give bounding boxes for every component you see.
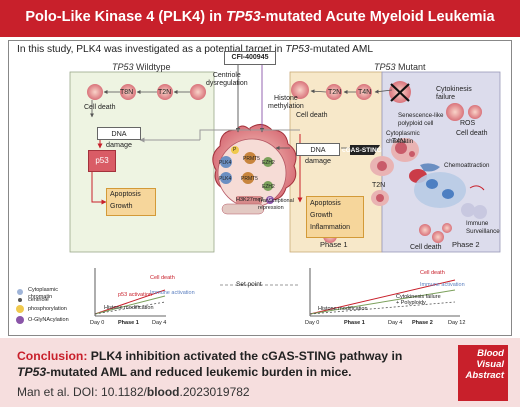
tl-right-day4: Day 4 [388, 320, 403, 326]
mt-inflammation: Inflammation [310, 224, 351, 231]
timeline-left-chart [94, 268, 166, 317]
mutant-cells-top [291, 81, 482, 243]
t2n-label-right: T2N [372, 182, 386, 189]
phase1-label: Phase 1 [320, 240, 348, 249]
wildtype-header: TP53 Wildtype [112, 62, 171, 72]
cell-death-right: Cell death [456, 130, 488, 137]
conclusion-band [0, 338, 520, 407]
tl-right-set-point: Set point [236, 281, 262, 288]
glcnac-marker: G [268, 197, 272, 203]
cgas-sting-label: cGAS-STING [342, 147, 382, 154]
central-cell [212, 124, 297, 215]
blood-visual-abstract-badge: Blood Visual Abstract [458, 345, 508, 401]
plk4-label-1: PLK4 [219, 160, 232, 166]
mt-dna-damage: DNA damage [296, 143, 340, 165]
tl-right-phase2: Phase 2 [412, 320, 433, 326]
tl-left-day0: Day 0 [90, 320, 105, 326]
chemoattraction-label: Chemoattraction [444, 162, 490, 169]
cell-death-bottom: Cell death [410, 244, 442, 251]
ezh2-label-2: EZH2 [262, 184, 275, 190]
mt-growth: Growth [310, 212, 333, 219]
legend-cytoplasmic-chromatin: Cytoplasmic chromatin [28, 287, 58, 300]
tl-left-cell-death: Cell death [150, 275, 175, 281]
wt-dna-damage: DNA damage [97, 127, 141, 149]
centriole-dysregulation-label: Centriole dysregulation [206, 72, 248, 87]
h3k27me3-label: H3K27me3 [236, 197, 264, 203]
tl-left-histone: Histone modification [104, 305, 154, 311]
phase2-panel [381, 71, 501, 253]
t4n-label-right: T4N [392, 138, 406, 145]
wt-apoptosis: Apoptosis [110, 191, 141, 198]
histone-methylation-label: Histone methylation [268, 95, 304, 110]
wt-cell-label-t2n: T2N [158, 89, 172, 96]
tl-left-day4: Day 4 [152, 320, 167, 326]
phospho-marker: P [233, 147, 237, 153]
cytoplasmic-chromatin-label: Cytoplasmic chromatin [386, 130, 420, 145]
title-bar: Polo-Like Kinase 4 (PLK4) in TP53-mutate… [0, 0, 520, 37]
immune-surveillance-label: Immune Surveillance [466, 220, 500, 235]
ros-label: ROS [460, 120, 476, 127]
page-title: Polo-Like Kinase 4 (PLK4) in TP53-mutate… [25, 9, 495, 25]
tl-left-phase1: Phase 1 [118, 320, 139, 326]
wt-growth: Growth [110, 203, 133, 210]
mt-apoptosis: Apoptosis [310, 200, 341, 207]
wt-cell-death: Cell death [84, 104, 116, 111]
ezh2-label-1: EZH2 [262, 160, 275, 166]
legend-centriole: centriole [28, 297, 49, 303]
tl-right-cytokinesis: Cytokinesis failure + Polyploidy [396, 294, 441, 306]
tl-right-histone: Histone modification [318, 306, 368, 312]
wildtype-cells [87, 84, 206, 100]
mt-cell-label-t4n: T4N [358, 89, 372, 96]
senescence-label: Senescence-like polyploid cell [398, 112, 444, 127]
mutant-header: TP53 Mutant [374, 62, 426, 72]
wt-p53: p53 [88, 150, 116, 172]
drug-label: CFI-400945 [224, 51, 276, 65]
wt-outcome-box [106, 188, 156, 216]
tl-left-p53: p53 activation [118, 292, 152, 298]
mt-cell-label-t2n: T2N [328, 89, 342, 96]
legend-phosphorylation: phosphorylation [28, 306, 67, 312]
transcriptional-repression-label: Transcriptional repression [258, 198, 294, 211]
cytokinesis-failure-label: Cytokinesis failure [436, 86, 472, 101]
phase2-label: Phase 2 [452, 240, 480, 249]
citation: Man et al. DOI: 10.1182/blood.2023019782 [17, 385, 250, 399]
timeline-right-chart [220, 268, 460, 317]
diagram-frame [8, 40, 512, 336]
tl-right-day0: Day 0 [305, 320, 320, 326]
plk4-label-2: PLK4 [219, 176, 232, 182]
mt-cell-death: Cell death [296, 112, 328, 119]
intro-text: In this study, PLK4 was investigated as … [17, 44, 374, 55]
prmt5-label-2: PRMT5 [241, 176, 258, 182]
legend-glcnac: O-GlyNAcylation [28, 317, 69, 323]
wt-cell-label-t8n: T8N [120, 89, 134, 96]
mt-outcome-box [306, 196, 364, 238]
prmt5-label-1: PRMT5 [243, 156, 260, 162]
tl-right-day12: Day 12 [448, 320, 466, 326]
polyploid-cells [370, 138, 487, 219]
tl-right-phase1: Phase 1 [344, 320, 365, 326]
legend-marks [16, 289, 24, 324]
tl-right-immune: Immune activation [420, 282, 465, 288]
conclusion-text: Conclusion: PLK4 inhibition activated th… [17, 349, 403, 379]
tl-right-cell-death: Cell death [420, 270, 445, 276]
tl-left-immune: Immune activation [150, 290, 195, 296]
